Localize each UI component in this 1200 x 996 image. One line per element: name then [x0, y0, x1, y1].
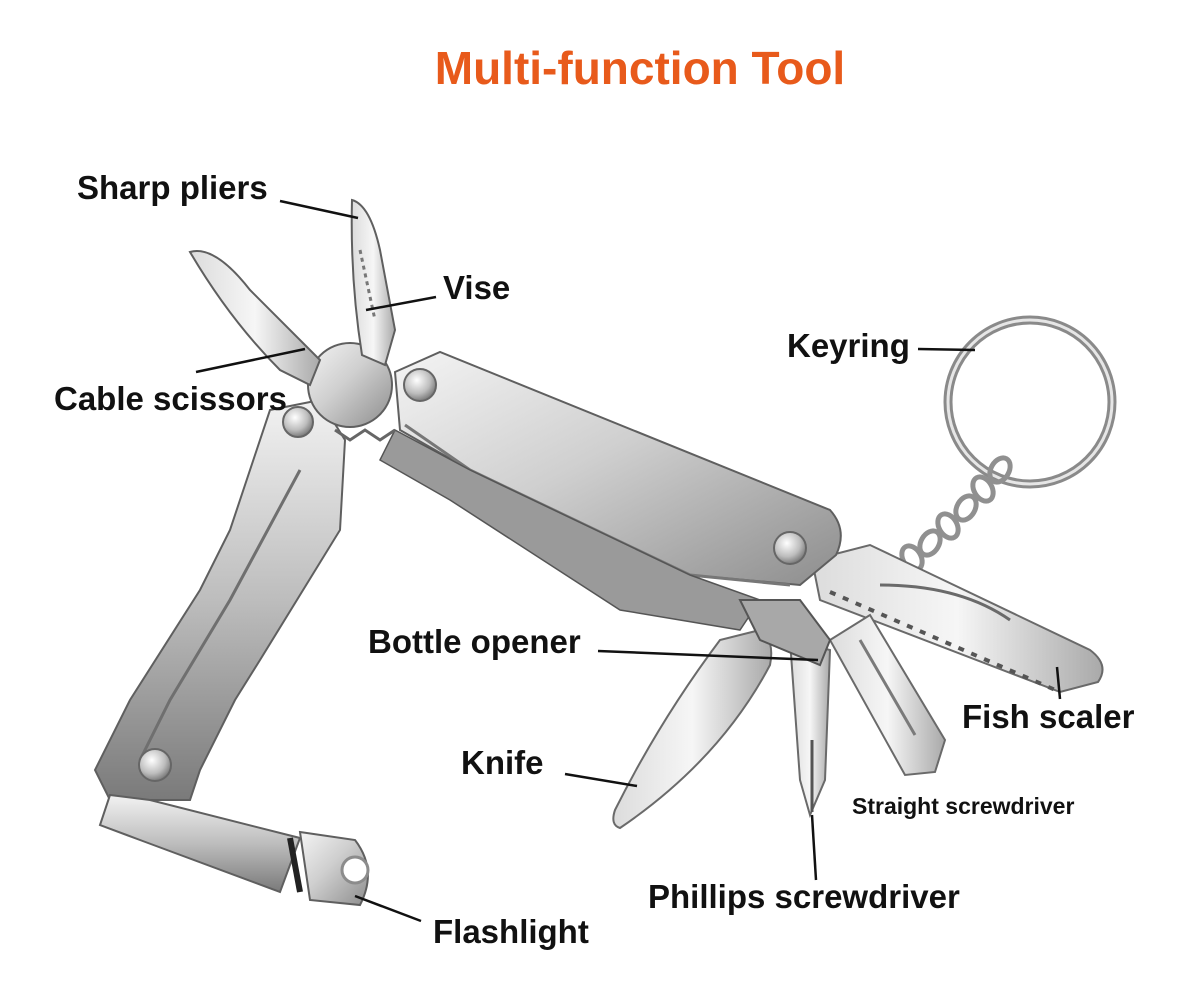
label-flashlight: Flashlight — [433, 913, 589, 950]
chain-shape — [899, 455, 1013, 573]
label-fish-scaler: Fish scaler — [962, 698, 1135, 735]
phillips-screwdriver-shape — [788, 638, 832, 818]
leader-keyring — [917, 347, 976, 352]
label-cable-scissors: Cable scissors — [54, 380, 287, 417]
keyring-shape — [943, 315, 1117, 489]
spring-shape — [334, 428, 396, 442]
flashlight-shape — [98, 793, 370, 907]
leader-vise — [365, 295, 437, 312]
knife-shape — [612, 628, 773, 830]
label-phillips-screwdriver: Phillips screwdriver — [648, 878, 960, 915]
label-keyring: Keyring — [787, 327, 910, 364]
bottle-opener-shape — [738, 599, 832, 667]
leader-phillips-screwdriver — [810, 814, 818, 881]
leader-sharp-pliers — [279, 199, 359, 220]
straight-screwdriver-shape — [828, 613, 947, 777]
label-knife: Knife — [461, 744, 544, 781]
fish-scaler-shape — [810, 543, 1104, 694]
leader-bottle-opener — [597, 649, 819, 662]
leader-lines — [195, 199, 1062, 923]
lower-handle-shape — [93, 398, 347, 801]
leader-flashlight — [354, 894, 422, 923]
inner-gap-shape — [379, 428, 762, 631]
label-sharp-pliers: Sharp pliers — [77, 169, 268, 206]
leader-fish-scaler — [1055, 666, 1062, 700]
label-straight-screwdriver: Straight screwdriver — [852, 793, 1075, 819]
page-title: Multi-function Tool — [434, 42, 846, 94]
leader-cable-scissors — [195, 347, 306, 374]
label-bottle-opener: Bottle opener — [368, 623, 581, 660]
label-vise: Vise — [443, 269, 511, 306]
leader-knife — [564, 772, 638, 788]
